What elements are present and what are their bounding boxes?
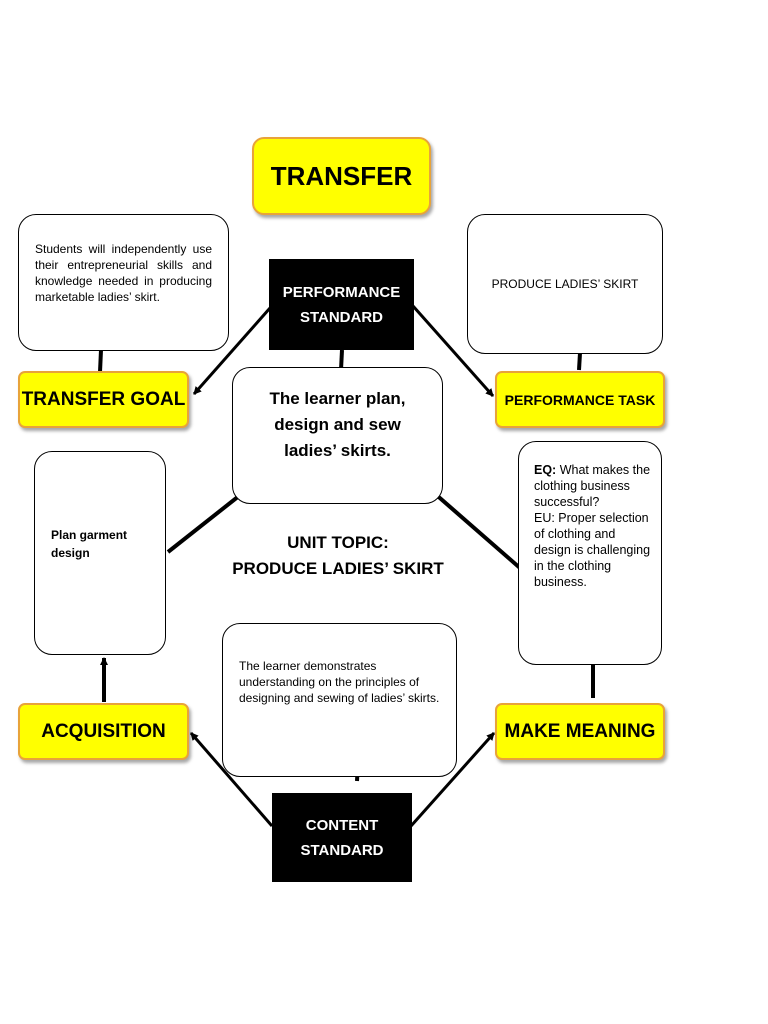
arrow-to-acquisition [189, 732, 274, 827]
performance-task-text: PRODUCE LADIES’ SKIRT [491, 277, 639, 291]
make-meaning-description: EQ: What makes the clothing business suc… [518, 441, 662, 665]
performance-task-label: PERFORMANCE TASK [495, 371, 665, 428]
transfer-title-text: TRANSFER [270, 160, 413, 191]
stub-transfer-goal [98, 349, 103, 373]
acquisition-description: Plan garment design [34, 451, 166, 655]
performance-standard-line2: STANDARD [299, 308, 384, 326]
stub-performance-task [577, 352, 582, 371]
transfer-goal-label: TRANSFER GOAL [18, 371, 189, 428]
arrow-to-performance-task [411, 305, 495, 397]
stub-perf-standard-center [339, 349, 344, 371]
unit-topic-title: PRODUCE LADIES’ SKIRT [232, 559, 444, 578]
eq-text: What makes the clothing business success… [534, 463, 651, 509]
eu-text: EU: Proper selection of clothing and des… [534, 511, 651, 589]
transfer-goal-description: Students will independently use their en… [18, 214, 229, 351]
arrow-to-transfer-goal [192, 307, 272, 395]
content-standard-box: CONTENT STANDARD [272, 793, 412, 882]
unit-topic-heading: UNIT TOPIC: [287, 533, 389, 552]
acquisition-label: ACQUISITION [18, 703, 189, 760]
performance-standard-line1: PERFORMANCE [282, 283, 401, 301]
unit-topic: UNIT TOPIC: PRODUCE LADIES’ SKIRT [210, 530, 466, 582]
arrow-acquisition-to-center [166, 490, 246, 554]
arrow-make-meaning-to-center [431, 490, 522, 570]
arrow-to-make-meaning [409, 732, 496, 827]
performance-standard-box: PERFORMANCE STANDARD [269, 259, 414, 350]
eq-label: EQ: [534, 463, 557, 477]
center-statement-box: The learner plan, design and sew ladies’… [232, 367, 443, 504]
acquisition-text: Plan garment design [51, 528, 128, 560]
content-standard-line1: CONTENT [305, 816, 379, 834]
performance-task-description: PRODUCE LADIES’ SKIRT [467, 214, 663, 354]
make-meaning-label: MAKE MEANING [495, 703, 665, 760]
center-statement-text: The learner plan, design and sew ladies’… [269, 389, 406, 460]
transfer-title: TRANSFER [252, 137, 431, 215]
content-standard-description: The learner demonstrates understanding o… [222, 623, 457, 777]
content-standard-line2: STANDARD [300, 841, 384, 859]
